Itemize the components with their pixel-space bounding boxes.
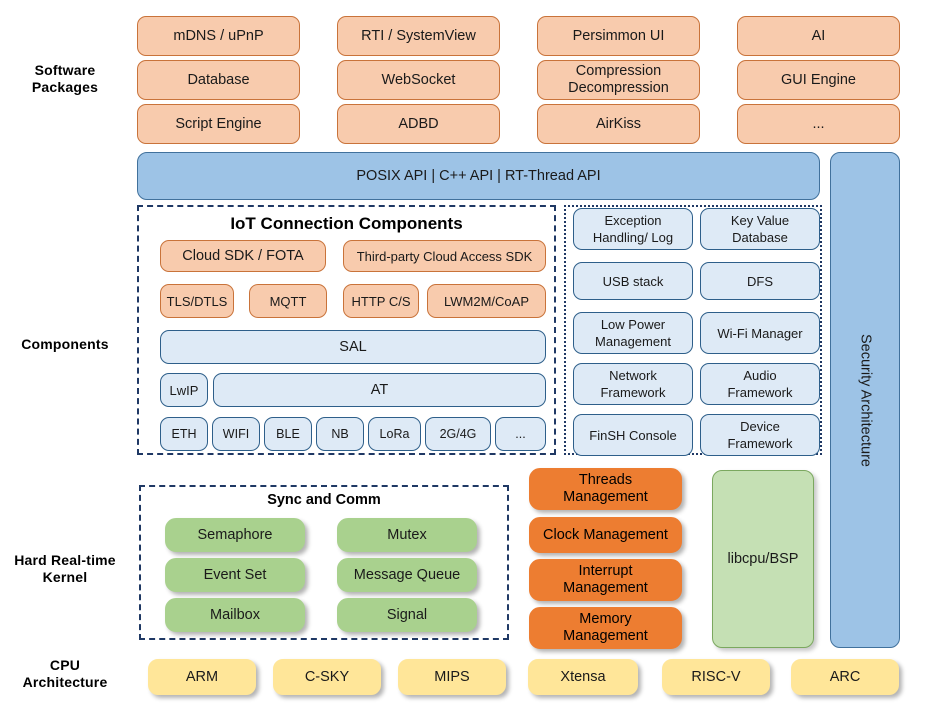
row-label-components: Components bbox=[21, 336, 109, 352]
sync-and-comm-title: Sync and Comm bbox=[267, 492, 381, 508]
iot-lwm2m-coap[interactable]: LWM2M/CoAP bbox=[427, 284, 546, 318]
package-script-engine[interactable]: Script Engine bbox=[137, 104, 300, 144]
package-compression-decompression[interactable]: Compression Decompression bbox=[537, 60, 700, 100]
row-label-software-packages: Software Packages bbox=[31, 62, 99, 95]
iot-eth[interactable]: ETH bbox=[160, 417, 208, 451]
package-websocket[interactable]: WebSocket bbox=[337, 60, 500, 100]
component-device-framework[interactable]: Device Framework bbox=[700, 414, 820, 456]
kernel-interrupt-management[interactable]: Interrupt Management bbox=[529, 559, 682, 601]
cpu-c-sky[interactable]: C-SKY bbox=[273, 659, 381, 695]
package-rti-systemview[interactable]: RTI / SystemView bbox=[337, 16, 500, 56]
kernel-event-set[interactable]: Event Set bbox=[165, 558, 305, 592]
iot-tls-dtls[interactable]: TLS/DTLS bbox=[160, 284, 234, 318]
component-key-value-database[interactable]: Key Value Database bbox=[700, 208, 820, 250]
package-adbd[interactable]: ADBD bbox=[337, 104, 500, 144]
cpu-arm[interactable]: ARM bbox=[148, 659, 256, 695]
iot-wifi[interactable]: WIFI bbox=[212, 417, 260, 451]
component-network-framework[interactable]: Network Framework bbox=[573, 363, 693, 405]
cpu-risc-v[interactable]: RISC-V bbox=[662, 659, 770, 695]
iot-mqtt[interactable]: MQTT bbox=[249, 284, 327, 318]
components-right-group bbox=[564, 205, 822, 455]
package-airkiss[interactable]: AirKiss bbox=[537, 104, 700, 144]
package-persimmon-ui[interactable]: Persimmon UI bbox=[537, 16, 700, 56]
iot-lwip[interactable]: LwIP bbox=[160, 373, 208, 407]
component-audio-framework[interactable]: Audio Framework bbox=[700, 363, 820, 405]
iot-http-cs[interactable]: HTTP C/S bbox=[343, 284, 419, 318]
security-architecture-label: Security Architecture bbox=[857, 333, 874, 467]
security-architecture-column: Security Architecture bbox=[830, 152, 900, 648]
row-label-cpu-architecture: CPU Architecture bbox=[22, 657, 108, 690]
kernel-signal[interactable]: Signal bbox=[337, 598, 477, 632]
kernel-semaphore[interactable]: Semaphore bbox=[165, 518, 305, 552]
component-finsh-console[interactable]: FinSH Console bbox=[573, 414, 693, 456]
iot-third-party-cloud-access-sdk[interactable]: Third-party Cloud Access SDK bbox=[343, 240, 546, 272]
kernel-clock-management[interactable]: Clock Management bbox=[529, 517, 682, 553]
kernel-threads-management[interactable]: Threads Management bbox=[529, 468, 682, 510]
iot-at[interactable]: AT bbox=[213, 373, 546, 407]
package-mdns-upnp[interactable]: mDNS / uPnP bbox=[137, 16, 300, 56]
row-label-kernel: Hard Real-time Kernel bbox=[14, 552, 116, 585]
kernel-memory-management[interactable]: Memory Management bbox=[529, 607, 682, 649]
kernel-mutex[interactable]: Mutex bbox=[337, 518, 477, 552]
iot-lora[interactable]: LoRa bbox=[368, 417, 421, 451]
package-ai[interactable]: AI bbox=[737, 16, 900, 56]
package-gui-engine[interactable]: GUI Engine bbox=[737, 60, 900, 100]
iot-cloud-sdk-fota[interactable]: Cloud SDK / FOTA bbox=[160, 240, 326, 272]
cpu-arc[interactable]: ARC bbox=[791, 659, 899, 695]
iot-ble[interactable]: BLE bbox=[264, 417, 312, 451]
package-more[interactable]: ... bbox=[737, 104, 900, 144]
libcpu-bsp[interactable]: libcpu/BSP bbox=[712, 470, 814, 648]
component-usb-stack[interactable]: USB stack bbox=[573, 262, 693, 300]
iot-sal[interactable]: SAL bbox=[160, 330, 546, 364]
iot-more[interactable]: ... bbox=[495, 417, 546, 451]
api-bar: POSIX API | C++ API | RT-Thread API bbox=[137, 152, 820, 200]
package-database[interactable]: Database bbox=[137, 60, 300, 100]
cpu-xtensa[interactable]: Xtensa bbox=[528, 659, 638, 695]
iot-2g-4g[interactable]: 2G/4G bbox=[425, 417, 491, 451]
iot-nb[interactable]: NB bbox=[316, 417, 364, 451]
component-low-power-management[interactable]: Low Power Management bbox=[573, 312, 693, 354]
component-wifi-manager[interactable]: Wi-Fi Manager bbox=[700, 312, 820, 354]
kernel-message-queue[interactable]: Message Queue bbox=[337, 558, 477, 592]
cpu-mips[interactable]: MIPS bbox=[398, 659, 506, 695]
component-exception-handling-log[interactable]: Exception Handling/ Log bbox=[573, 208, 693, 250]
iot-group-title: IoT Connection Components bbox=[230, 214, 463, 233]
component-dfs[interactable]: DFS bbox=[700, 262, 820, 300]
kernel-mailbox[interactable]: Mailbox bbox=[165, 598, 305, 632]
